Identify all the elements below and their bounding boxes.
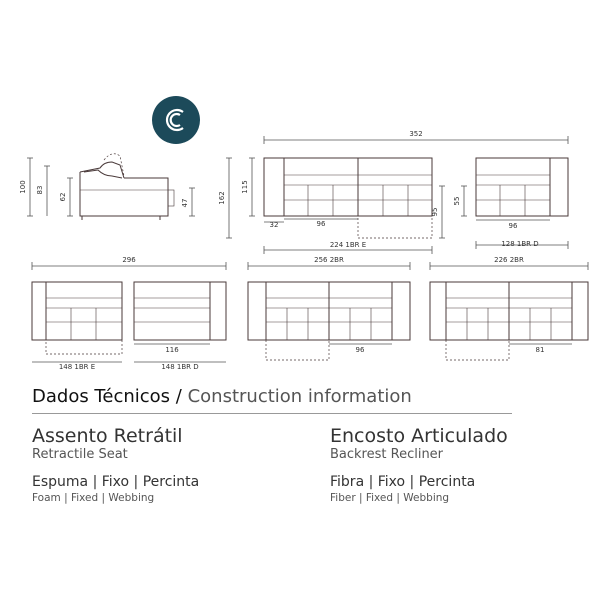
seat-name-pt: Assento Retrátil bbox=[32, 425, 183, 447]
dim-mid-overall: 256 2BR bbox=[314, 256, 344, 264]
construction-title-separator: / bbox=[175, 386, 182, 407]
dim-depth-seat: 55 bbox=[453, 197, 461, 206]
title-divider bbox=[32, 413, 512, 414]
dim-left-module-e: 148 1BR E bbox=[59, 363, 95, 371]
dim-right-overall: 226 2BR bbox=[494, 256, 524, 264]
dim-left-overall: 296 bbox=[122, 256, 136, 264]
dim-arm-width: 32 bbox=[270, 221, 279, 229]
c-circle-logo-icon bbox=[165, 108, 184, 132]
dim-seat-width: 96 bbox=[317, 220, 326, 228]
construction-title-pt: Dados Técnicos bbox=[32, 386, 171, 407]
back-materials-pt: Fibra | Fixo | Percinta bbox=[330, 474, 476, 490]
dim-overall-width: 352 bbox=[409, 130, 422, 138]
bottom-right-sofa: 226 2BR 81 bbox=[429, 256, 589, 361]
dim-left-module-d: 148 1BR D bbox=[161, 363, 198, 371]
dim-front-side: 162 bbox=[218, 191, 226, 204]
seat-name-en: Retractile Seat bbox=[32, 447, 128, 462]
back-name-pt: Encosto Articulado bbox=[330, 425, 508, 447]
dim-front-total: 115 bbox=[241, 180, 249, 193]
back-spec: Encosto Articulado Backrest Recliner Fib… bbox=[330, 425, 590, 505]
brand-logo bbox=[152, 96, 200, 144]
dim-height-total: 100 bbox=[19, 180, 27, 193]
seat-materials-en: Foam | Fixed | Webbing bbox=[32, 492, 155, 504]
dim-depth-extended: 95 bbox=[431, 208, 439, 217]
dim-right-seat-width-bottom: 81 bbox=[536, 346, 545, 354]
bottom-left-sofa: 296 116 148 1BR E 148 1BR D bbox=[31, 256, 227, 371]
dim-right-module-label: 128 1BR D bbox=[501, 240, 538, 248]
seat-materials-pt: Espuma | Fixo | Percinta bbox=[32, 474, 200, 490]
dim-module-label: 224 1BR E bbox=[330, 241, 366, 249]
front-height-dims: 162 115 bbox=[218, 157, 255, 239]
seat-spec: Assento Retrátil Retractile Seat Espuma … bbox=[32, 425, 292, 505]
side-profile-view: 100 83 62 47 bbox=[19, 153, 195, 220]
back-name-en: Backrest Recliner bbox=[330, 447, 444, 462]
construction-title: Dados Técnicos / Construction informatio… bbox=[32, 386, 512, 407]
top-sofa-left-module: 352 32 96 224 1BR E bbox=[263, 130, 569, 254]
dim-left-seat-width: 116 bbox=[165, 346, 179, 354]
construction-title-en: Construction information bbox=[187, 386, 412, 407]
dim-right-seat-width: 96 bbox=[509, 222, 518, 230]
bottom-middle-sofa: 256 2BR 96 bbox=[247, 256, 411, 361]
back-materials-en: Fiber | Fixed | Webbing bbox=[330, 492, 450, 504]
dim-height-back: 83 bbox=[36, 186, 44, 195]
dim-depth-label: 47 bbox=[181, 199, 189, 208]
dim-height-seat: 62 bbox=[59, 193, 67, 202]
top-sofa-right-module: 95 55 96 128 1BR D bbox=[431, 157, 569, 249]
dim-mid-seat-width: 96 bbox=[356, 346, 365, 354]
